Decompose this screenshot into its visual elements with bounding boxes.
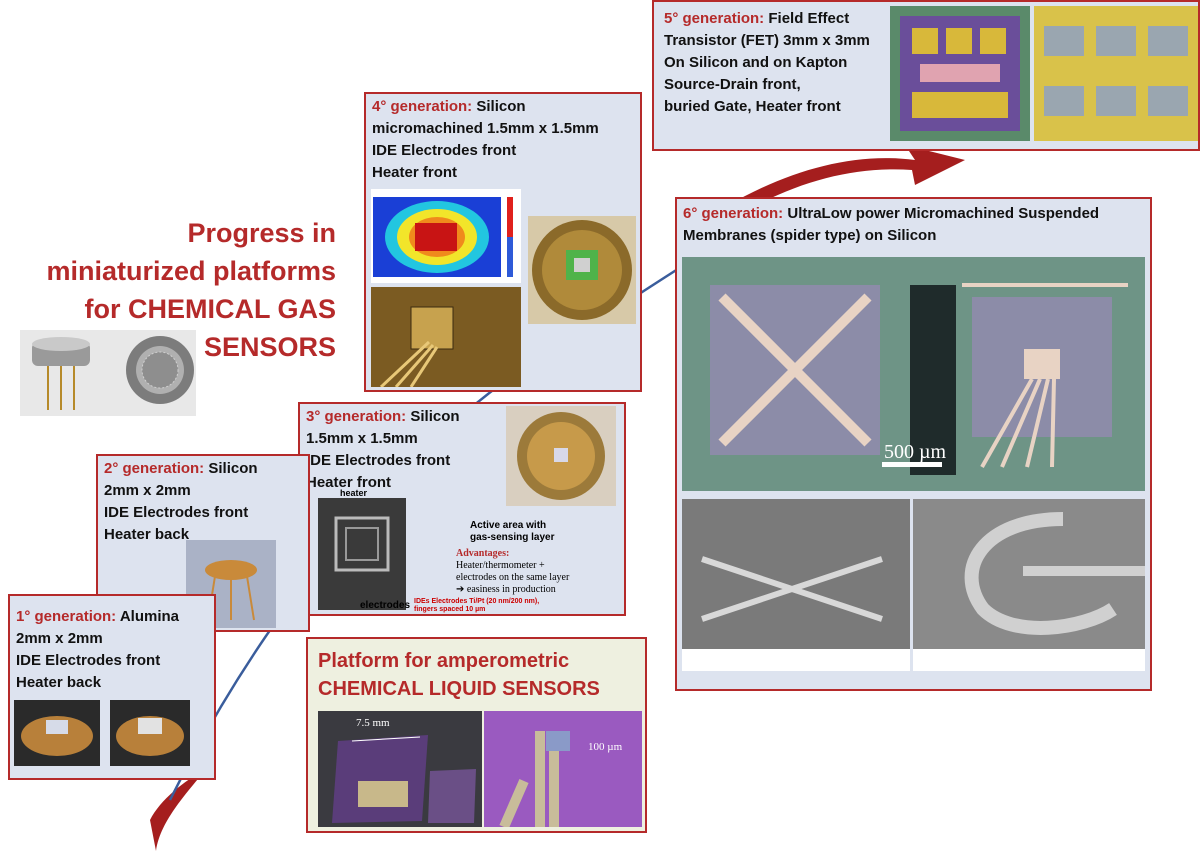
- title-line-3: for CHEMICAL GAS: [84, 294, 336, 324]
- gen5-line2: Transistor (FET) 3mm x 3mm: [664, 32, 870, 49]
- gen5-line5: buried Gate, Heater front: [664, 98, 841, 115]
- gen6-sem-photo-right: [913, 499, 1145, 671]
- gen4-line2: micromachined 1.5mm x 1.5mm: [372, 120, 599, 137]
- gen5-line3: On Silicon and on Kapton: [664, 54, 848, 71]
- gen3-line4: Heater front: [306, 474, 392, 491]
- gen2-line2: 2mm x 2mm: [104, 482, 191, 499]
- gen1-package-photo-a: [14, 700, 100, 766]
- red-curved-arrow-icon: [150, 770, 205, 851]
- gen3-line3: IDE Electrodes front: [306, 452, 451, 469]
- gen2-line4: Heater back: [104, 526, 190, 543]
- gen3-package-photo: [506, 406, 616, 506]
- gen4-package-photo: [528, 216, 636, 324]
- generation-6-box: 6° generation: UltraLow power Micromachi…: [675, 197, 1152, 691]
- generation-4-box: 4° generation: Silicon micromachined 1.5…: [364, 92, 642, 392]
- gen2-line3: IDE Electrodes front: [104, 504, 249, 521]
- gen3-active-line2: gas-sensing layer: [470, 532, 555, 543]
- gen3-adv-line3: ➔ easiness in production: [456, 584, 556, 595]
- gen6-scale-label: 500 µm: [884, 441, 947, 463]
- gen3-ide-note: IDEs Electrodes Ti/Pt (20 nm/200 nm), fi…: [414, 598, 539, 614]
- gen4-line4: Heater front: [372, 164, 458, 181]
- gen1-line2: 2mm x 2mm: [16, 630, 103, 647]
- liquid-scale-a: 7.5 mm: [356, 717, 390, 729]
- generation-2-box: 2° generation: Silicon 2mm x 2mm IDE Ele…: [96, 454, 310, 632]
- gen3-sem-diagram: [318, 498, 406, 610]
- gen6-sem-photo-left: [682, 499, 910, 671]
- generation-5-box: 5° generation: Field Effect Transistor (…: [652, 0, 1200, 151]
- gen1-line1: Alumina: [119, 608, 179, 625]
- liquid-platform-photo-b: 100 µm: [484, 711, 642, 827]
- gen4-line1: Silicon: [476, 98, 526, 115]
- gen5-fet-silicon-photo: [890, 6, 1030, 141]
- liquid-sensors-box: Platform for amperometric CHEMICAL LIQUI…: [306, 637, 647, 833]
- gen3-ide-line2: fingers spaced 10 µm: [414, 606, 486, 613]
- gen3-electrodes-label: electrodes: [360, 600, 411, 611]
- gen5-fet-kapton-photo: [1034, 6, 1198, 141]
- liquid-scale-b: 100 µm: [588, 741, 623, 753]
- commercial-sensors-photo: [20, 330, 196, 416]
- title-line-1: Progress in: [187, 218, 336, 248]
- title-line-4: SENSORS: [203, 332, 336, 362]
- gen6-line1: UltraLow power Micromachined Suspended: [787, 205, 1100, 222]
- gen6-label: 6° generation:: [683, 205, 784, 222]
- gen1-line3: IDE Electrodes front: [16, 652, 161, 669]
- gen6-membrane-photo: 500 µm: [682, 257, 1145, 491]
- gen3-heater-label: heater: [340, 488, 368, 498]
- gen1-label: 1° generation:: [16, 608, 117, 625]
- title-line-2: miniaturized platforms: [46, 256, 336, 286]
- liquid-title-line1: Platform for amperometric: [318, 650, 570, 672]
- gen4-line3: IDE Electrodes front: [372, 142, 517, 159]
- gen1-package-photo-b: [110, 700, 190, 766]
- liquid-title-line2: CHEMICAL LIQUID SENSORS: [318, 678, 600, 700]
- gen1-line4: Heater back: [16, 674, 102, 691]
- gen2-line1: Silicon: [208, 460, 258, 477]
- gen4-chip-photo: [371, 287, 521, 387]
- main-title: Progress in miniaturized platforms for C…: [46, 214, 336, 366]
- generation-3-box: 3° generation: Silicon 1.5mm x 1.5mm IDE…: [298, 402, 626, 616]
- gen3-ide-line1: IDEs Electrodes Ti/Pt (20 nm/200 nm),: [414, 598, 540, 605]
- gen3-advantages: Advantages: Heater/thermometer + electro…: [456, 548, 569, 596]
- liquid-platform-photo-a: 7.5 mm: [318, 711, 482, 827]
- gen4-thermal-map: [371, 189, 521, 283]
- gen5-line1: Field Effect: [768, 10, 850, 27]
- gen3-adv-title: Advantages:: [456, 548, 510, 559]
- gen3-adv-line2: electrodes on the same layer: [456, 572, 570, 583]
- gen3-line2: 1.5mm x 1.5mm: [306, 430, 418, 447]
- gen3-label: 3° generation:: [306, 408, 407, 425]
- generation-1-box: 1° generation: Alumina 2mm x 2mm IDE Ele…: [8, 594, 216, 780]
- gen3-active-area-label: Active area with gas-sensing layer: [470, 520, 554, 544]
- gen6-line2: Membranes (spider type) on Silicon: [683, 227, 937, 244]
- gen3-adv-line1: Heater/thermometer +: [456, 560, 545, 571]
- gen3-line1: Silicon: [410, 408, 460, 425]
- gen3-active-line1: Active area with: [470, 520, 547, 531]
- red-curved-arrow-icon: [690, 145, 965, 240]
- gen2-label: 2° generation:: [104, 460, 205, 477]
- gen5-label: 5° generation:: [664, 10, 765, 27]
- gen5-line4: Source-Drain front,: [664, 76, 801, 93]
- gen4-label: 4° generation:: [372, 98, 473, 115]
